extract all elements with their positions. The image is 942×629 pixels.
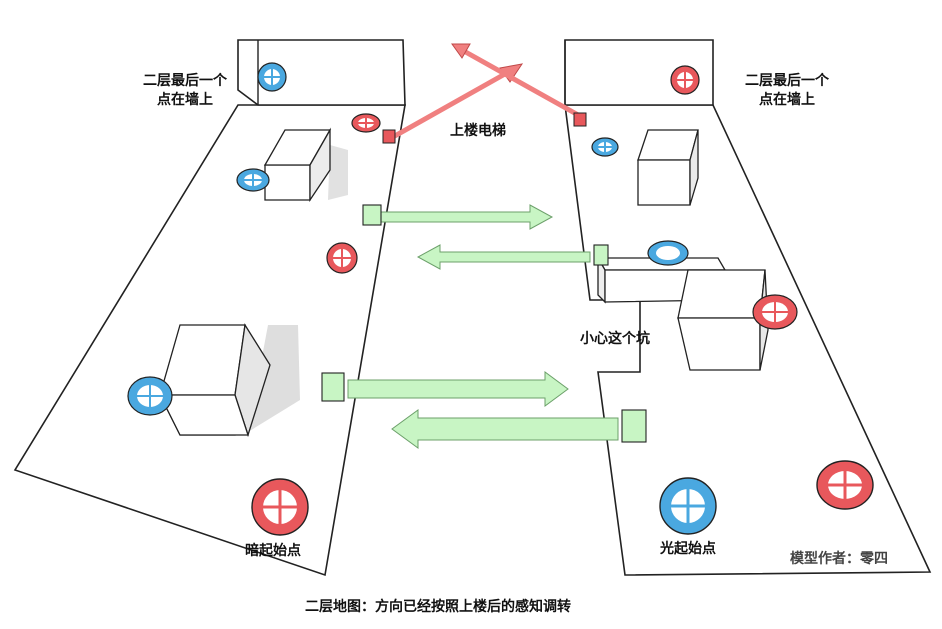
pit-warning-label: 小心这个坑 (580, 331, 650, 347)
light-start-label: 光起始点 (660, 541, 716, 557)
blue-marker-left-bottom (127, 376, 173, 416)
map-caption: 二层地图：方向已经按照上楼后的感知调转 (305, 599, 571, 615)
left-floor (13, 39, 406, 577)
teleport-arrows (321, 204, 647, 449)
red-marker-left-middle (326, 242, 358, 274)
blue-marker-light-start (659, 477, 717, 535)
right-wall-note-line2: 点在墙上 (759, 92, 815, 108)
elevator-arrows (382, 43, 587, 144)
red-marker-left-wall-near (351, 113, 381, 133)
right-wall-note-line1: 二层最后一个 (745, 73, 829, 89)
left-wall-note-line2: 点在墙上 (157, 92, 213, 108)
left-wall-note-line1: 二层最后一个 (143, 73, 227, 89)
red-marker-right-bottom (816, 460, 874, 510)
blue-marker-left-wall (257, 62, 287, 92)
left-box-top (263, 127, 348, 203)
elevator-label: 上楼电梯 (450, 123, 506, 139)
blue-marker-left-top (236, 168, 270, 192)
left-wall-note: 二层最后一个 点在墙上 (135, 72, 235, 110)
red-marker-right-wall (670, 65, 700, 95)
left-box-bottom (158, 323, 300, 438)
blue-marker-right-top (591, 137, 619, 157)
right-box-middle (677, 269, 769, 371)
author-credit: 模型作者：零四 (790, 551, 888, 567)
red-marker-right-middle (752, 294, 798, 330)
right-box-top (637, 129, 699, 206)
red-marker-dark-start (251, 478, 309, 536)
dark-start-label: 暗起始点 (245, 543, 301, 559)
blue-marker-right-middle (647, 240, 689, 266)
right-wall-note: 二层最后一个 点在墙上 (737, 72, 837, 110)
